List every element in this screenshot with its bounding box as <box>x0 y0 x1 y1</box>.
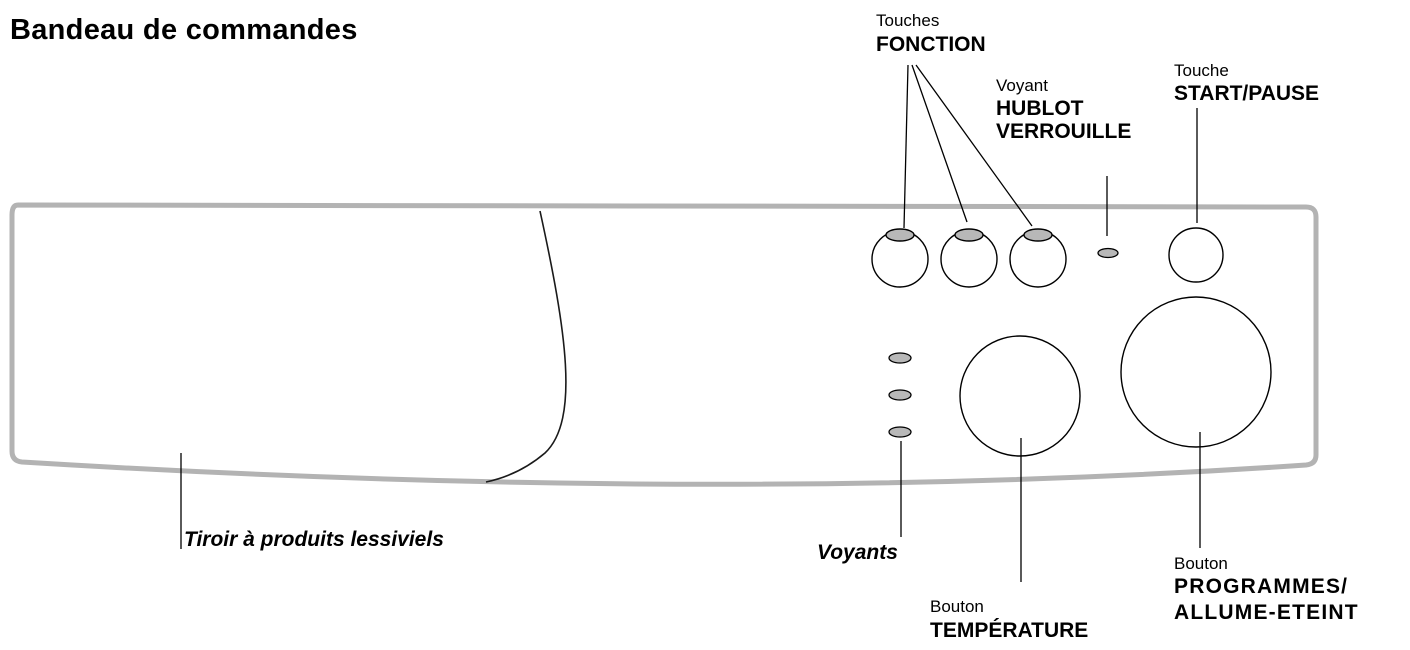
page-title: Bandeau de commandes <box>10 14 358 46</box>
programme-knob[interactable] <box>1120 296 1272 448</box>
start-pause-prefix: Touche <box>1174 61 1229 80</box>
door-lock-prefix: Voyant <box>996 76 1048 95</box>
programme-label-line1: PROGRAMMES/ <box>1174 575 1349 598</box>
panel-outline <box>9 202 1319 487</box>
indicator-led-1 <box>888 352 912 364</box>
drawer-label: Tiroir à produits lessiviels <box>184 528 444 551</box>
start-pause-button[interactable] <box>1168 227 1224 283</box>
door-lock-label-line2: VERROUILLE <box>996 120 1132 143</box>
function-key-3[interactable] <box>1009 228 1067 288</box>
start-pause-label: START/PAUSE <box>1174 82 1320 105</box>
leader-function-2 <box>911 64 968 223</box>
function-key-2[interactable] <box>940 228 998 288</box>
programme-prefix: Bouton <box>1174 554 1228 573</box>
programme-label-line2: ALLUME-ETEINT <box>1174 601 1359 624</box>
temperature-knob[interactable] <box>959 335 1081 457</box>
function-led-3 <box>1023 228 1053 242</box>
function-led-1 <box>885 228 915 242</box>
function-led-2 <box>954 228 984 242</box>
door-lock-label-line1: HUBLOT <box>996 97 1084 120</box>
indicator-led-2 <box>888 389 912 401</box>
indicator-led-3 <box>888 426 912 438</box>
function-key-1[interactable] <box>871 228 929 288</box>
leader-function-3 <box>915 64 1033 227</box>
indicators-label: Voyants <box>817 541 898 564</box>
temperature-label: TEMPÉRATURE <box>930 619 1089 642</box>
function-keys-label: FONCTION <box>876 33 986 56</box>
function-keys-prefix: Touches <box>876 11 940 30</box>
temperature-prefix: Bouton <box>930 597 984 616</box>
door-lock-led <box>1097 247 1119 259</box>
leader-function-1 <box>903 64 909 229</box>
drawer-edge <box>485 210 567 483</box>
